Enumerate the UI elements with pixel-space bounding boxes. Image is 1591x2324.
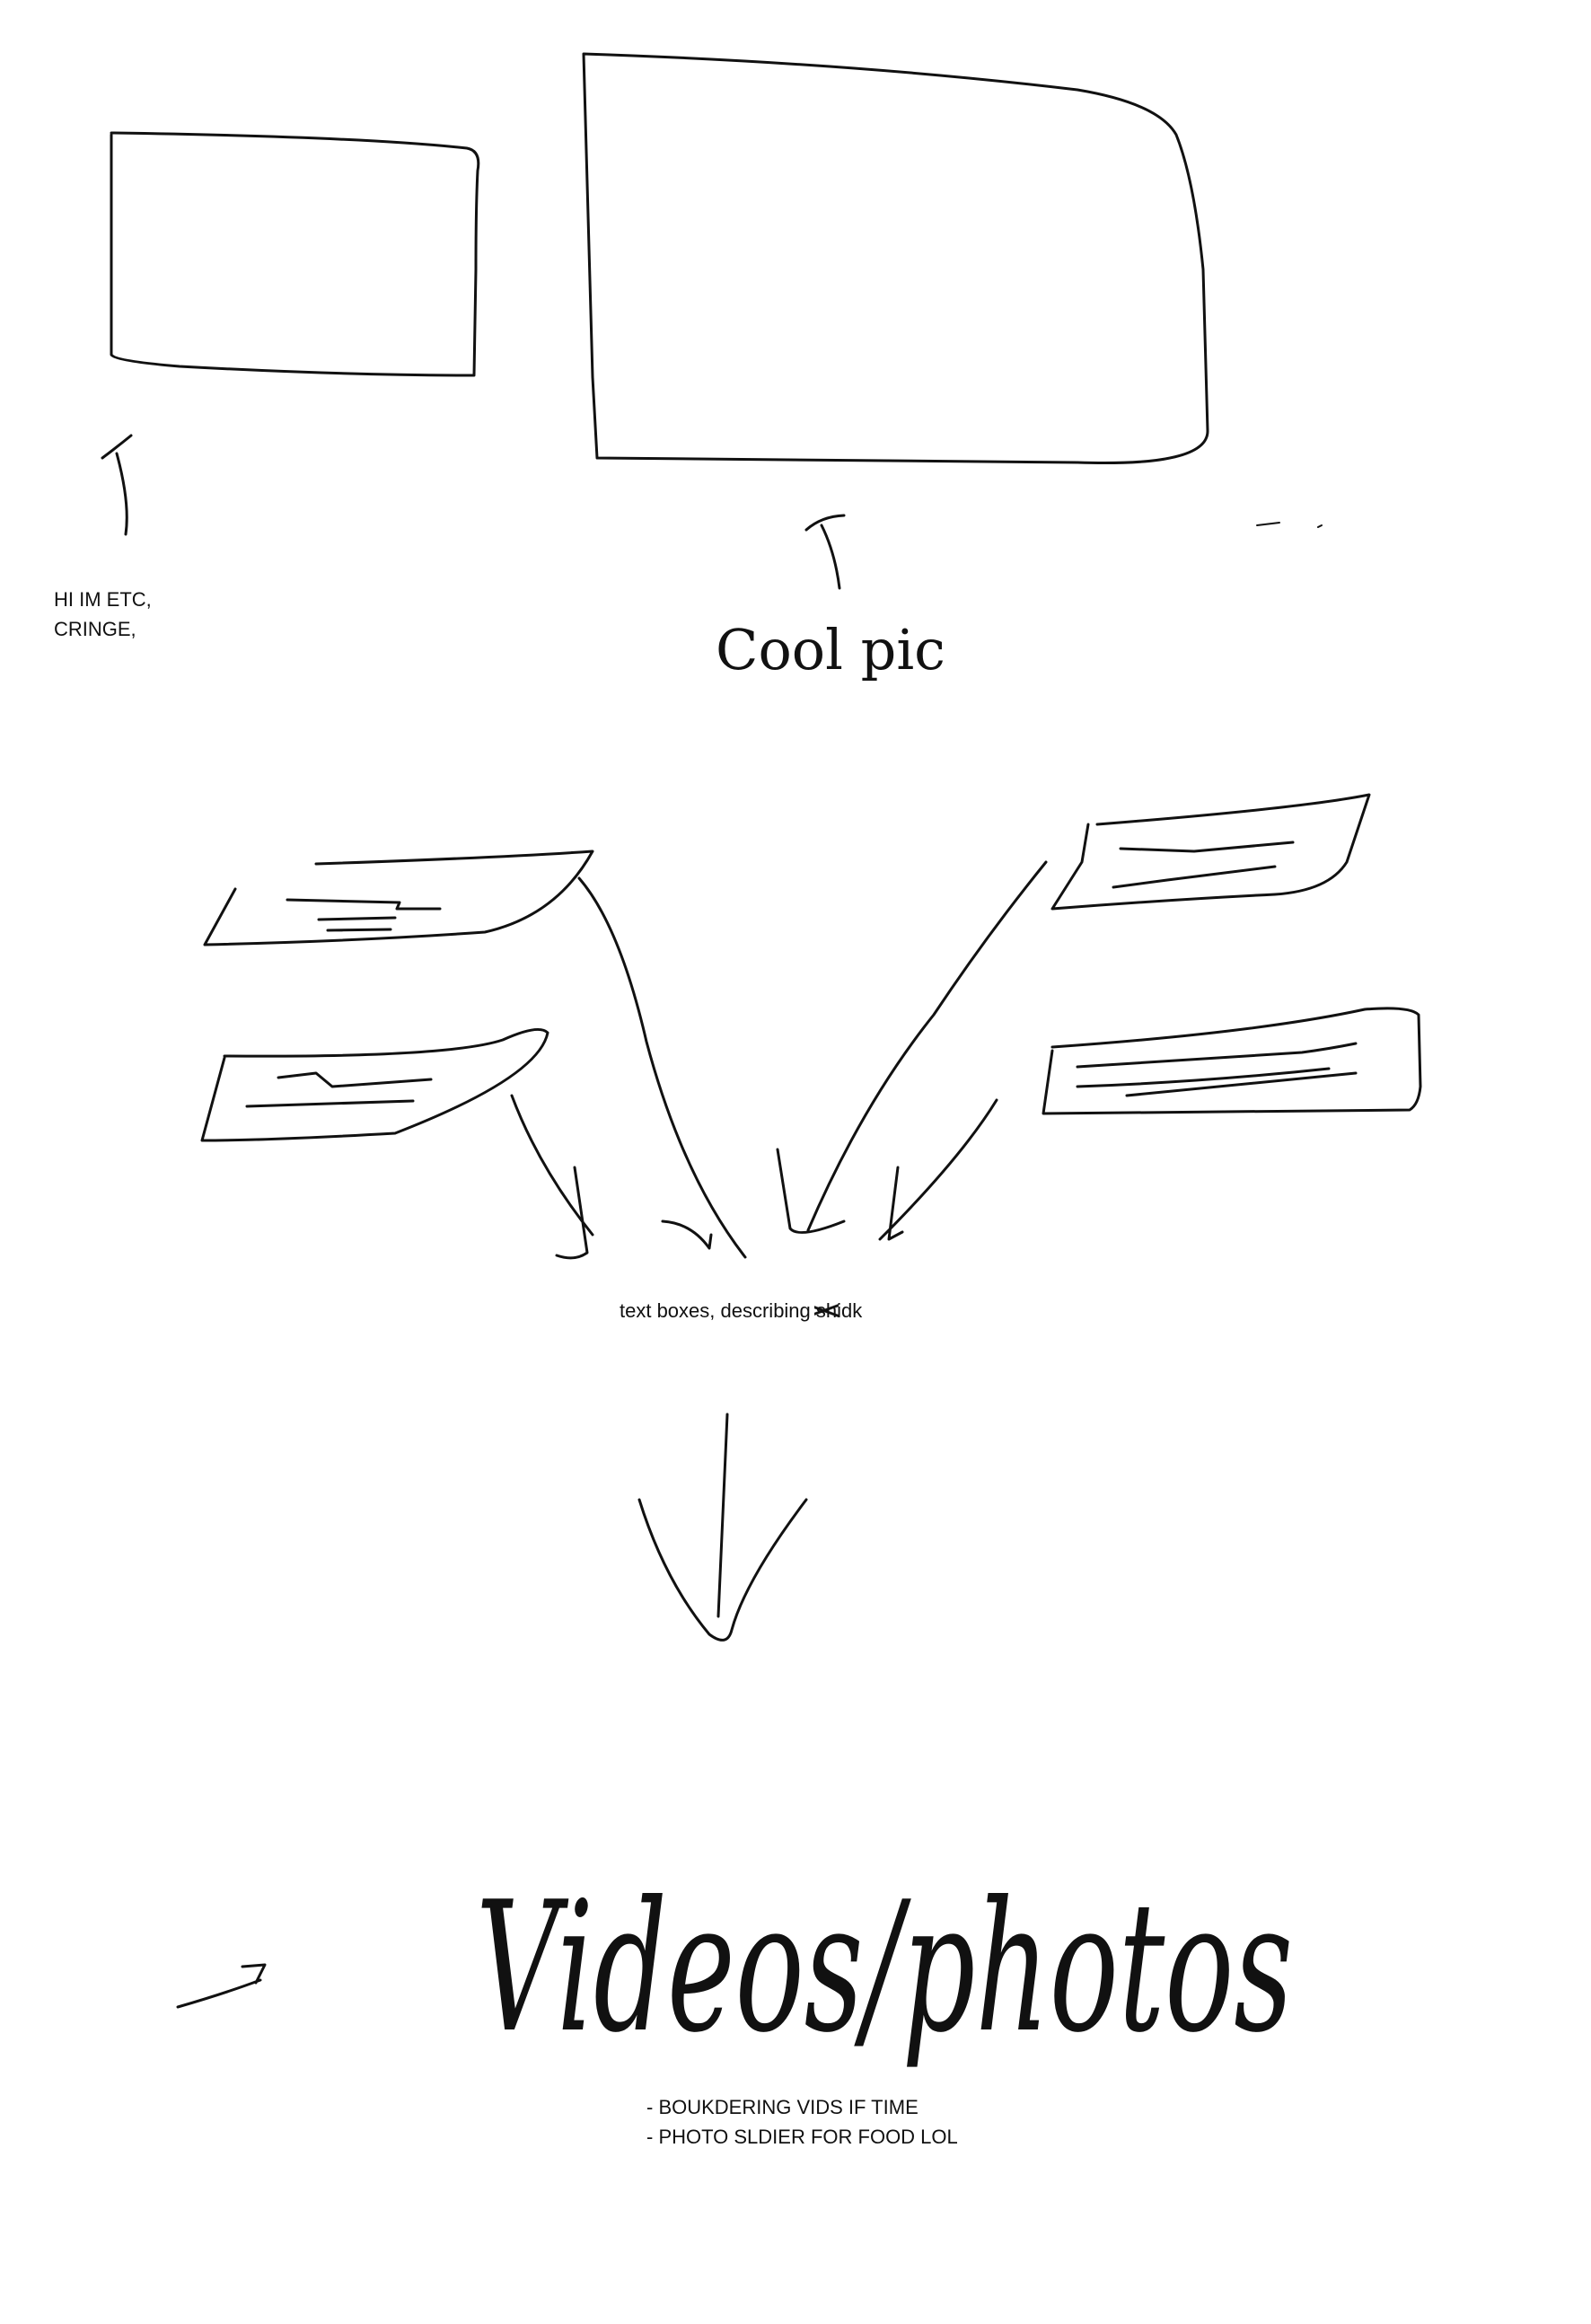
arrow-from-box-2 xyxy=(510,1094,594,1260)
text-box-sketch-4 xyxy=(1042,1007,1422,1115)
text-boxes-note: text boxes, describing shidk xyxy=(620,1296,862,1325)
todo-item-1: - BOUKDERING VIDS IF TIME xyxy=(646,2096,919,2118)
videos-photos-label: Videos/photos xyxy=(476,1863,1293,2073)
small-side-arrow xyxy=(176,1963,267,2009)
arrow-from-box-4 xyxy=(878,1098,998,1241)
stray-mark xyxy=(1256,522,1323,528)
arrow-from-box-1 xyxy=(577,876,747,1259)
todo-list: - BOUKDERING VIDS IF TIME - PHOTO SLDIER… xyxy=(646,2092,958,2152)
todo-item-2: - PHOTO SLDIER FOR FOOD LOL xyxy=(646,2126,958,2148)
arrow-to-small-frame xyxy=(101,434,133,536)
intro-note-line-1: HI IM ETC, xyxy=(54,588,152,611)
text-boxes-note-tail: idk xyxy=(837,1299,863,1322)
text-boxes-note-text: text boxes, describing xyxy=(620,1299,816,1322)
arrow-from-box-3 xyxy=(776,860,1048,1234)
text-box-sketch-2 xyxy=(200,1027,549,1142)
cool-pic-label: Cool pic xyxy=(716,617,945,682)
intro-note-line-2: CRINGE, xyxy=(54,618,136,640)
big-down-arrow xyxy=(637,1413,808,1642)
large-picture-frame xyxy=(582,52,1209,465)
arrow-to-large-frame xyxy=(804,514,846,590)
crossed-out-word: sh xyxy=(813,1296,839,1325)
intro-note: HI IM ETC, CRINGE, xyxy=(54,585,152,644)
text-box-sketch-1 xyxy=(203,849,594,946)
text-box-sketch-3 xyxy=(1050,793,1371,911)
small-picture-frame xyxy=(110,131,480,377)
